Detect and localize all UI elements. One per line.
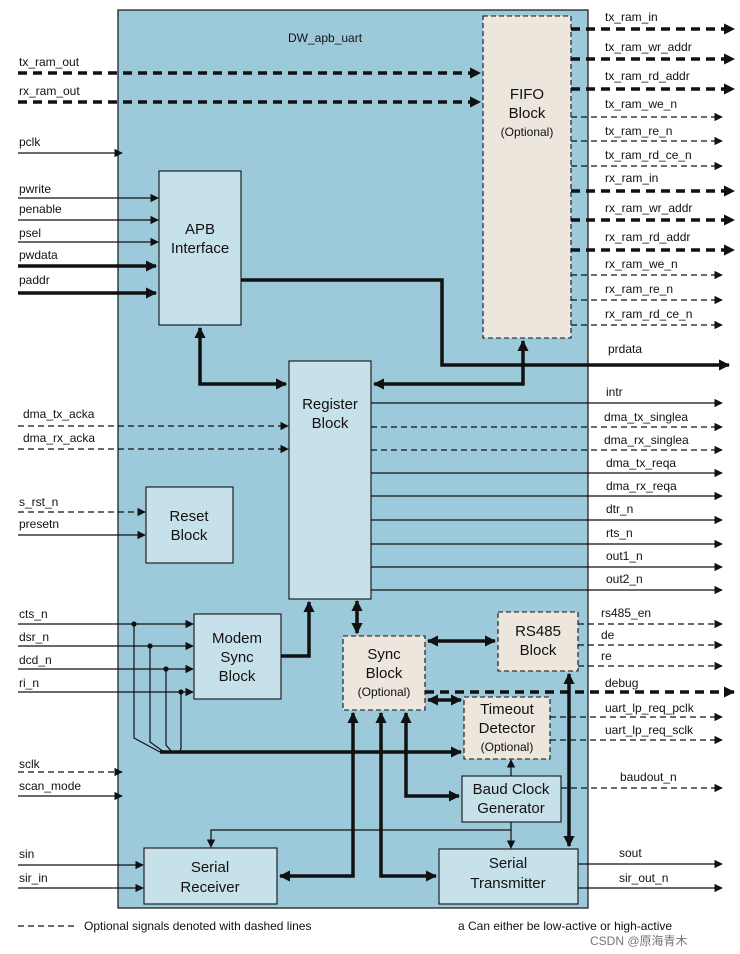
signal-tx-ram-rd-addr: tx_ram_rd_addr bbox=[605, 69, 690, 83]
signal-rx-ram-in: rx_ram_in bbox=[605, 171, 658, 185]
timeout-block-label-2: Detector bbox=[479, 720, 536, 737]
sync-block: Sync Block (Optional) bbox=[342, 635, 426, 711]
timeout-block-optional: (Optional) bbox=[481, 740, 534, 754]
signal-tx-ram-rd-ce-n: tx_ram_rd_ce_n bbox=[605, 148, 692, 162]
signal-baudout-n: baudout_n bbox=[620, 770, 677, 784]
signal-re: re bbox=[601, 649, 612, 663]
signal-debug: debug bbox=[605, 676, 638, 690]
signal-dsr-n: dsr_n bbox=[19, 630, 49, 644]
tx-block-label-1: Serial bbox=[489, 855, 527, 872]
signal-ri-n: ri_n bbox=[19, 676, 39, 690]
watermark: CSDN @原海青木 bbox=[590, 933, 688, 948]
signal-rx-ram-rd-addr: rx_ram_rd_addr bbox=[605, 230, 690, 244]
rx-block-label-1: Serial bbox=[191, 859, 229, 876]
signal-sout: sout bbox=[619, 846, 642, 860]
signal-prdata: prdata bbox=[608, 342, 642, 356]
register-block-label-2: Block bbox=[312, 415, 349, 432]
sync-block-optional: (Optional) bbox=[358, 685, 411, 699]
signal-rts-n: rts_n bbox=[606, 526, 633, 540]
signal-tx-ram-we-n: tx_ram_we_n bbox=[605, 97, 677, 111]
signal-sin: sin bbox=[19, 847, 34, 861]
modem-block-label-2: Sync bbox=[220, 649, 254, 666]
signal-sir-in: sir_in bbox=[19, 871, 48, 885]
signal-de: de bbox=[601, 628, 615, 642]
register-block-label-1: Register bbox=[302, 396, 358, 413]
signal-rx-ram-wr-addr: rx_ram_wr_addr bbox=[605, 201, 692, 215]
timeout-block-label-1: Timeout bbox=[480, 701, 534, 718]
rs485-block-label-1: RS485 bbox=[515, 623, 561, 640]
rx-block-label-2: Receiver bbox=[180, 879, 239, 896]
signal-rx-ram-out: rx_ram_out bbox=[19, 84, 80, 98]
apb-block-label-2: Interface bbox=[171, 240, 229, 257]
signal-presetn: presetn bbox=[19, 517, 59, 531]
internal-connections bbox=[194, 278, 731, 882]
signal-rx-ram-we-n: rx_ram_we_n bbox=[605, 257, 678, 271]
signal-dma-rx-reqa: dma_rx_reqa bbox=[606, 479, 677, 493]
timeout-detector-block: Timeout Detector (Optional) bbox=[463, 696, 551, 760]
signal-psel: psel bbox=[19, 226, 41, 240]
modem-block-label-3: Block bbox=[219, 668, 256, 685]
signal-pwdata: pwdata bbox=[19, 248, 58, 262]
signal-uart-lp-req-pclk: uart_lp_req_pclk bbox=[605, 701, 695, 715]
baud-block-label-1: Baud Clock bbox=[473, 781, 550, 798]
signal-rx-ram-re-n: rx_ram_re_n bbox=[605, 282, 673, 296]
signal-dcd-n: dcd_n bbox=[19, 653, 52, 667]
apb-block-label-1: APB bbox=[185, 221, 215, 238]
signal-out1-n: out1_n bbox=[606, 549, 643, 563]
reset-block-label-1: Reset bbox=[169, 508, 209, 525]
signal-tx-ram-out: tx_ram_out bbox=[19, 55, 80, 69]
rs485-block: RS485 Block bbox=[497, 611, 579, 672]
fifo-block-optional: (Optional) bbox=[501, 125, 554, 139]
signal-out2-n: out2_n bbox=[606, 572, 643, 586]
rs485-block-label-2: Block bbox=[520, 642, 557, 659]
signal-cts-n: cts_n bbox=[19, 607, 48, 621]
modem-block-label-1: Modem bbox=[212, 630, 262, 647]
signal-tx-ram-wr-addr: tx_ram_wr_addr bbox=[605, 40, 692, 54]
signal-scan-mode: scan_mode bbox=[19, 779, 81, 793]
modem-sync-block: Modem Sync Block bbox=[193, 613, 282, 700]
serial-receiver-block: Serial Receiver bbox=[143, 847, 278, 905]
sync-block-label-2: Block bbox=[366, 665, 403, 682]
signal-penable: penable bbox=[19, 202, 62, 216]
serial-transmitter-block: Serial Transmitter bbox=[438, 848, 579, 905]
signal-rx-ram-rd-ce-n: rx_ram_rd_ce_n bbox=[605, 307, 692, 321]
signal-dma-rx-singlea: dma_rx_singlea bbox=[604, 433, 689, 447]
signal-tx-ram-re-n: tx_ram_re_n bbox=[605, 124, 672, 138]
left-signals: tx_ram_out rx_ram_out pclk pwrite penabl… bbox=[18, 55, 482, 893]
signal-dma-tx-acka: dma_tx_acka bbox=[23, 407, 95, 421]
signal-pwrite: pwrite bbox=[19, 182, 51, 196]
footnote-active-level: a Can either be low-active or high-activ… bbox=[458, 919, 672, 933]
signal-dma-tx-singlea: dma_tx_singlea bbox=[604, 410, 688, 424]
tx-block-label-2: Transmitter bbox=[470, 875, 545, 892]
reset-block-label-2: Block bbox=[171, 527, 208, 544]
signal-dma-rx-acka: dma_rx_acka bbox=[23, 431, 95, 445]
right-signals: tx_ram_in tx_ram_wr_addr tx_ram_rd_addr … bbox=[371, 10, 736, 893]
fifo-block-label-1: FIFO bbox=[510, 86, 544, 103]
apb-interface-block: APB Interface bbox=[158, 170, 242, 326]
signal-sclk: sclk bbox=[19, 757, 41, 771]
reset-block: Reset Block bbox=[145, 486, 234, 564]
signal-dma-tx-reqa: dma_tx_reqa bbox=[606, 456, 676, 470]
footer: Optional signals denoted with dashed lin… bbox=[18, 919, 688, 948]
fifo-block-label-2: Block bbox=[509, 105, 546, 122]
signal-intr: intr bbox=[606, 385, 623, 399]
signal-pclk: pclk bbox=[19, 135, 41, 149]
baud-block-label-2: Generator bbox=[477, 800, 545, 817]
diagram-title: DW_apb_uart bbox=[288, 31, 363, 45]
legend-dashed-lines: Optional signals denoted with dashed lin… bbox=[84, 919, 311, 933]
sync-block-label-1: Sync bbox=[367, 646, 401, 663]
signal-tx-ram-in: tx_ram_in bbox=[605, 10, 658, 24]
signal-uart-lp-req-sclk: uart_lp_req_sclk bbox=[605, 723, 694, 737]
signal-rs485-en: rs485_en bbox=[601, 606, 651, 620]
fifo-block: FIFO Block (Optional) bbox=[482, 15, 572, 339]
register-block: Register Block bbox=[288, 360, 372, 600]
signal-s-rst-n: s_rst_n bbox=[19, 495, 58, 509]
baud-clock-generator-block: Baud Clock Generator bbox=[461, 775, 562, 823]
signal-paddr: paddr bbox=[19, 273, 50, 287]
signal-dtr-n: dtr_n bbox=[606, 502, 633, 516]
signal-sir-out-n: sir_out_n bbox=[619, 871, 668, 885]
